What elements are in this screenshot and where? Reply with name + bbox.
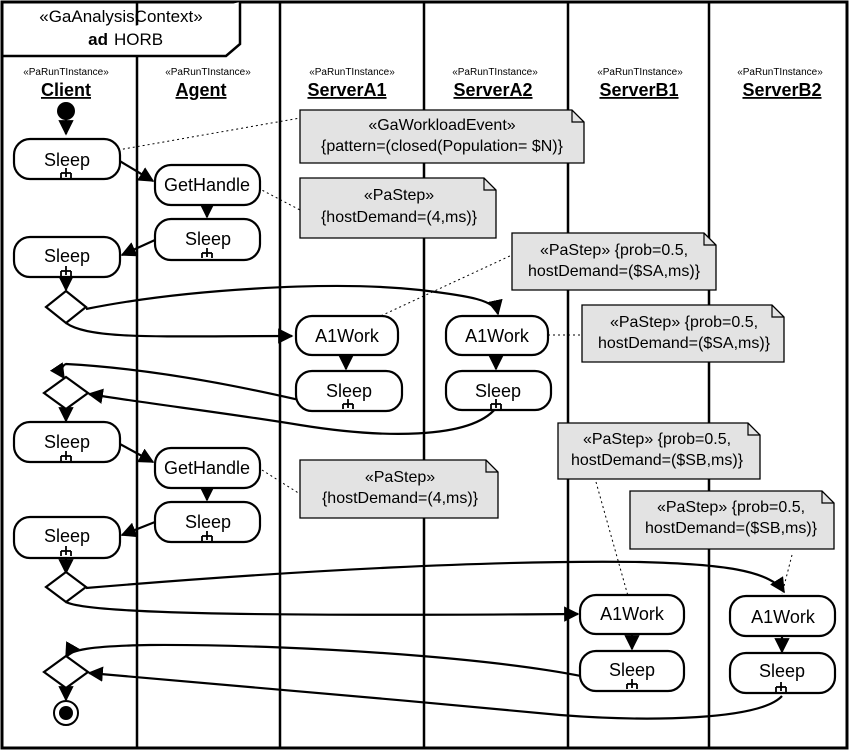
frame-header: «GaAnalysisContext» ad HORB bbox=[2, 2, 242, 58]
svg-text:Sleep: Sleep bbox=[475, 381, 521, 401]
action-b2-sleep: Sleep bbox=[728, 651, 837, 695]
action-a2-work: A1Work bbox=[444, 314, 550, 357]
action-client-sleep-4: Sleep bbox=[12, 515, 122, 560]
svg-text:hostDemand=($SA,ms)}: hostDemand=($SA,ms)} bbox=[598, 335, 771, 352]
svg-text:{hostDemand=(4,ms)}: {hostDemand=(4,ms)} bbox=[321, 209, 478, 226]
svg-text:«PaStep» {prob=0.5,: «PaStep» {prob=0.5, bbox=[583, 431, 731, 448]
lane-stereotype: «PaRunTInstance» bbox=[452, 67, 538, 78]
lane-name-serverb2: ServerB2 bbox=[742, 80, 821, 100]
action-client-sleep-2: Sleep bbox=[12, 235, 122, 279]
svg-text:{hostDemand=(4,ms)}: {hostDemand=(4,ms)} bbox=[322, 490, 479, 507]
context-stereotype: «GaAnalysisContext» bbox=[39, 7, 202, 26]
lane-name-servera1: ServerA1 bbox=[307, 80, 386, 100]
svg-text:{pattern=(closed(Population= $: {pattern=(closed(Population= $N)} bbox=[321, 138, 564, 155]
lane-name-servera2: ServerA2 bbox=[453, 80, 532, 100]
note-pastep-agent-2: «PaStep» {hostDemand=(4,ms)} bbox=[299, 459, 499, 519]
action-a1-work: A1Work bbox=[294, 314, 400, 357]
lane-stereotype: «PaRunTInstance» bbox=[309, 67, 395, 78]
svg-text:hostDemand=($SB,ms)}: hostDemand=($SB,ms)} bbox=[571, 452, 744, 469]
lane-header-agent: «PaRunTInstance» Agent bbox=[165, 67, 251, 100]
svg-text:Sleep: Sleep bbox=[609, 660, 655, 680]
lane-name-agent: Agent bbox=[176, 80, 227, 100]
svg-text:Sleep: Sleep bbox=[44, 150, 90, 170]
note-pastep-agent-1: «PaStep» {hostDemand=(4,ms)} bbox=[299, 177, 497, 239]
note-pastep-a1: «PaStep» {prob=0.5, hostDemand=($SA,ms)} bbox=[511, 232, 717, 291]
lane-stereotype: «PaRunTInstance» bbox=[23, 67, 109, 78]
lane-header-serverb2: «PaRunTInstance» ServerB2 bbox=[737, 67, 823, 100]
diagram-name: HORB bbox=[114, 30, 163, 49]
action-agent-gethandle-1: GetHandle bbox=[153, 163, 262, 207]
svg-text:«PaStep» {prob=0.5,: «PaStep» {prob=0.5, bbox=[610, 314, 758, 331]
merge-node-b bbox=[42, 654, 90, 690]
note-pastep-a2: «PaStep» {prob=0.5, hostDemand=($SA,ms)} bbox=[581, 304, 785, 363]
lane-header-servera2: «PaRunTInstance» ServerA2 bbox=[452, 67, 538, 100]
lane-stereotype: «PaRunTInstance» bbox=[597, 67, 683, 78]
note-pastep-b2: «PaStep» {prob=0.5, hostDemand=($SB,ms)} bbox=[629, 490, 835, 550]
svg-text:«PaStep» {prob=0.5,: «PaStep» {prob=0.5, bbox=[540, 242, 688, 259]
note-workload-event: «GaWorkloadEvent» {pattern=(closed(Popul… bbox=[299, 109, 585, 164]
svg-text:«PaStep»: «PaStep» bbox=[364, 187, 434, 204]
svg-text:A1Work: A1Work bbox=[315, 326, 380, 346]
svg-text:GetHandle: GetHandle bbox=[164, 458, 250, 478]
svg-text:Sleep: Sleep bbox=[326, 381, 372, 401]
svg-text:«PaStep» {prob=0.5,: «PaStep» {prob=0.5, bbox=[657, 499, 805, 516]
initial-node bbox=[57, 102, 75, 120]
svg-text:Sleep: Sleep bbox=[44, 526, 90, 546]
decision-node-b bbox=[44, 570, 88, 604]
svg-text:«PaStep»: «PaStep» bbox=[365, 469, 435, 486]
lane-header-client: «PaRunTInstance» Client bbox=[23, 67, 109, 100]
action-agent-sleep-2: Sleep bbox=[153, 500, 262, 544]
action-a1-sleep: Sleep bbox=[294, 369, 404, 413]
action-agent-gethandle-2: GetHandle bbox=[153, 446, 262, 490]
svg-text:hostDemand=($SB,ms)}: hostDemand=($SB,ms)} bbox=[645, 520, 818, 537]
lane-name-serverb1: ServerB1 bbox=[599, 80, 678, 100]
note-pastep-b1: «PaStep» {prob=0.5, hostDemand=($SB,ms)} bbox=[557, 422, 761, 480]
action-b2-work: A1Work bbox=[728, 594, 837, 638]
svg-text:Sleep: Sleep bbox=[44, 246, 90, 266]
lane-name-client: Client bbox=[41, 80, 91, 100]
svg-text:Sleep: Sleep bbox=[185, 512, 231, 532]
svg-text:Sleep: Sleep bbox=[44, 432, 90, 452]
note-connectors bbox=[117, 117, 793, 597]
lane-header-servera1: «PaRunTInstance» ServerA1 bbox=[307, 67, 395, 100]
svg-text:Sleep: Sleep bbox=[759, 661, 805, 681]
action-agent-sleep-1: Sleep bbox=[153, 217, 262, 262]
lane-stereotype: «PaRunTInstance» bbox=[737, 67, 823, 78]
action-b1-work: A1Work bbox=[578, 593, 686, 636]
svg-text:hostDemand=($SA,ms)}: hostDemand=($SA,ms)} bbox=[528, 263, 701, 280]
final-node bbox=[53, 700, 79, 726]
action-client-sleep-1: Sleep bbox=[12, 137, 122, 181]
action-a2-sleep: Sleep bbox=[444, 369, 553, 412]
svg-text:Sleep: Sleep bbox=[185, 229, 231, 249]
lane-header-serverb1: «PaRunTInstance» ServerB1 bbox=[597, 67, 683, 100]
decision-node-a bbox=[44, 289, 88, 325]
action-client-sleep-3: Sleep bbox=[12, 420, 122, 464]
diagram-kind: ad bbox=[88, 30, 108, 49]
svg-text:GetHandle: GetHandle bbox=[164, 175, 250, 195]
svg-text:A1Work: A1Work bbox=[751, 607, 816, 627]
svg-text:A1Work: A1Work bbox=[465, 326, 530, 346]
lane-stereotype: «PaRunTInstance» bbox=[165, 67, 251, 78]
svg-text:«GaWorkloadEvent»: «GaWorkloadEvent» bbox=[368, 117, 515, 134]
action-b1-sleep: Sleep bbox=[578, 649, 686, 693]
svg-text:A1Work: A1Work bbox=[600, 604, 665, 624]
merge-node-a bbox=[42, 375, 90, 411]
